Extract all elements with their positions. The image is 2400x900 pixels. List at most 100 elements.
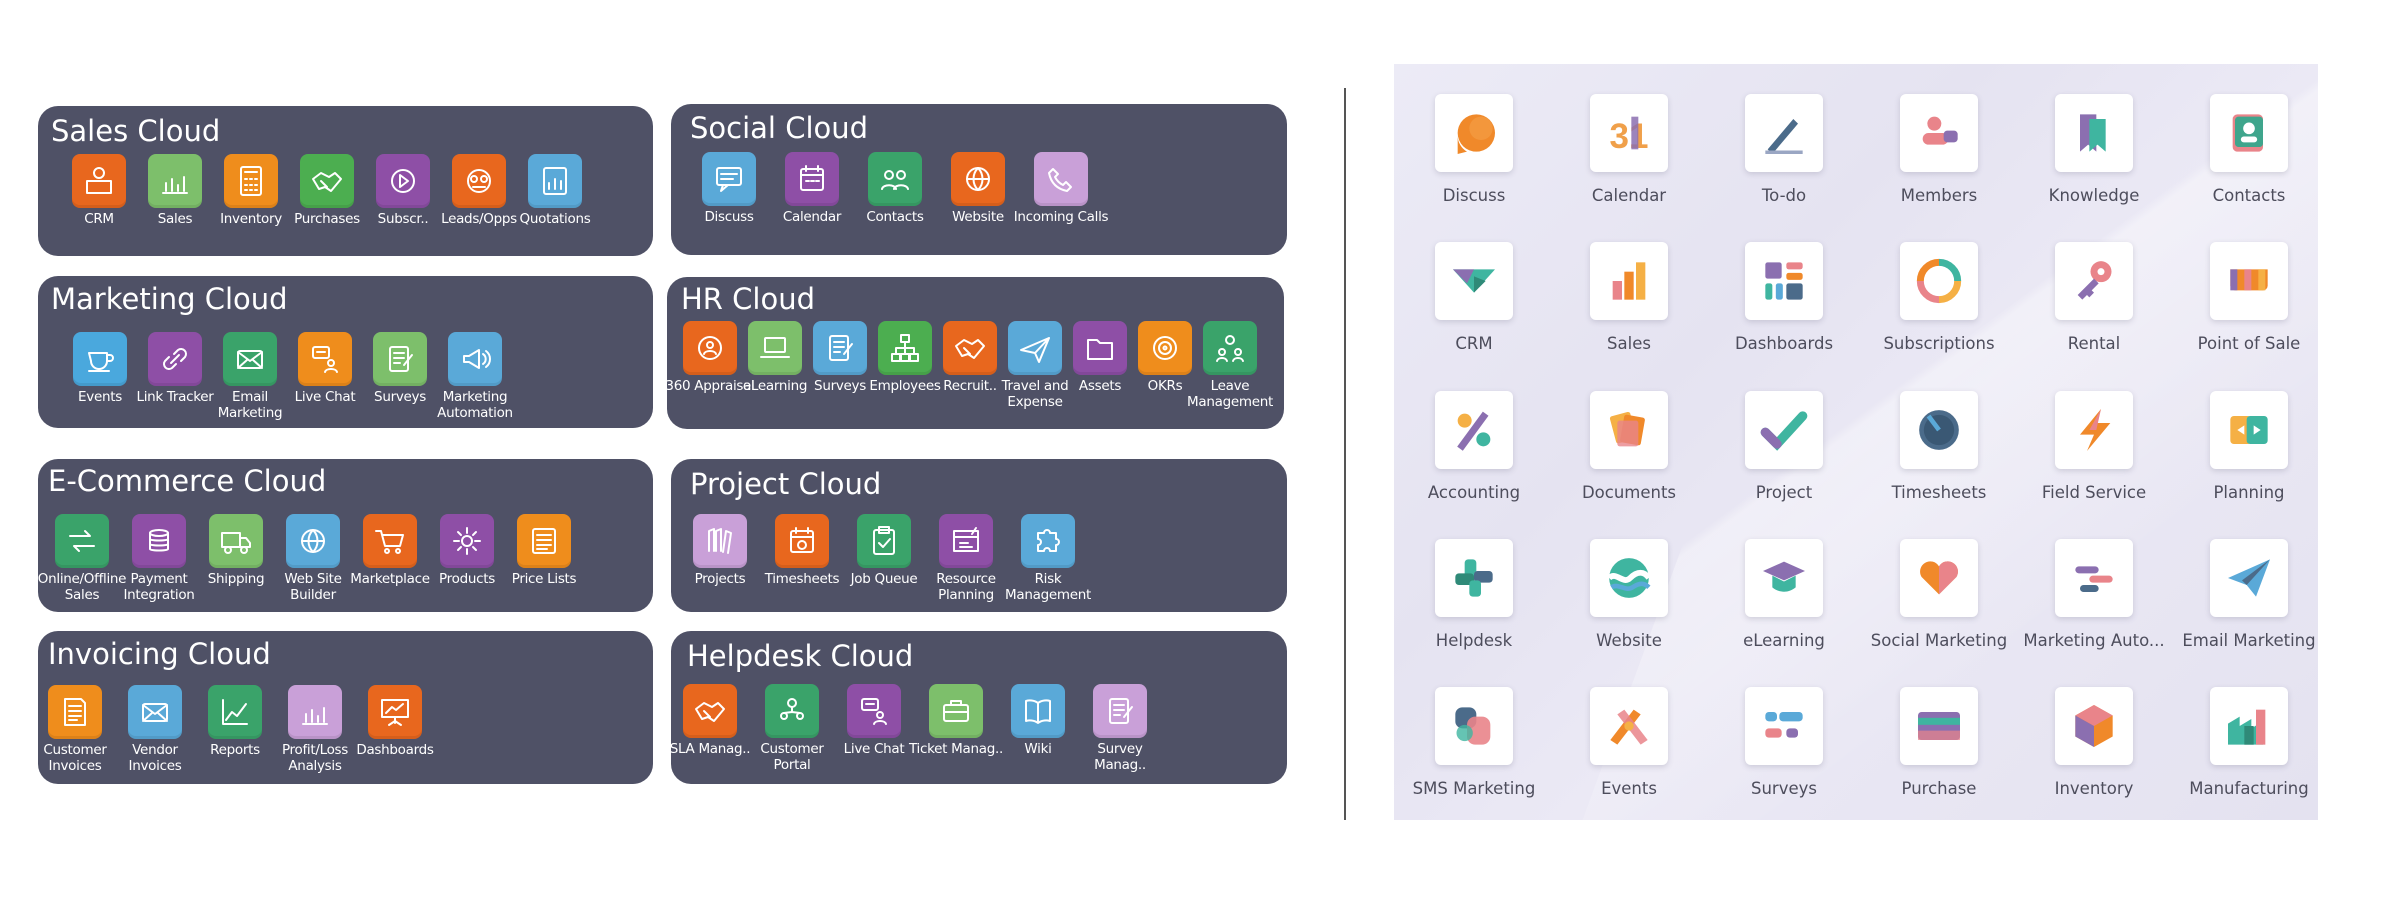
app-tile[interactable]: Events [55,332,145,405]
app-launcher-item[interactable]: Discuss [1394,94,1554,205]
app-launcher-item[interactable]: Timesheets [1859,391,2019,502]
app-tile[interactable]: eLearning [730,321,820,394]
app-launcher-item[interactable]: Email Marketing [2169,539,2318,650]
app-launcher-item[interactable]: Sales [1549,242,1709,353]
app-tile[interactable]: Profit/Loss Analysis [270,685,360,774]
app-tile[interactable]: Incoming Calls [1014,152,1109,225]
app-tile[interactable]: Purchases [282,154,372,227]
app-tile[interactable]: Marketing Automation [430,332,520,421]
app-launcher-item[interactable]: Documents [1549,391,1709,502]
app-tile[interactable]: Discuss [684,152,774,225]
app-tile[interactable]: Dashboards [350,685,440,758]
app-tile[interactable]: Job Queue [839,514,929,587]
app-tile-label: Subscr.. [377,211,429,227]
app-tile[interactable]: Timesheets [757,514,847,587]
app-tile[interactable]: OKRs [1120,321,1210,394]
app-launcher-item[interactable]: Marketing Auto... [2014,539,2174,650]
app-launcher-item[interactable]: Field Service [2014,391,2174,502]
app-tile[interactable]: Quotations [510,154,600,227]
hexagon-box-icon [2055,687,2133,765]
app-tile[interactable]: Leave Management [1185,321,1275,410]
app-tile[interactable]: CRM [54,154,144,227]
app-tile[interactable]: 360 Appraisal [665,321,755,394]
app-tile[interactable]: Travel and Expense [990,321,1080,410]
app-tile[interactable]: Recruit.. [925,321,1015,394]
app-tile[interactable]: Survey Manag.. [1075,684,1165,773]
app-tile[interactable]: Website [933,152,1023,225]
app-tile[interactable]: SLA Manag.. [665,684,755,757]
app-launcher-label: Calendar [1591,186,1667,205]
app-tile[interactable]: Contacts [850,152,940,225]
documents-icon [1590,391,1668,469]
app-launcher-item[interactable]: Helpdesk [1394,539,1554,650]
app-tile[interactable]: Live Chat [829,684,919,757]
app-tile[interactable]: Reports [190,685,280,758]
app-tile[interactable]: Link Tracker [130,332,220,405]
app-tile-label: Products [439,571,495,587]
app-launcher-item[interactable]: Project [1704,391,1864,502]
app-tile[interactable]: Live Chat [280,332,370,405]
app-launcher-item[interactable]: Planning [2169,391,2318,502]
app-tile[interactable]: Price Lists [499,514,589,587]
app-tile[interactable]: Email Marketing [205,332,295,421]
app-tile[interactable]: Products [422,514,512,587]
app-launcher-item[interactable]: Accounting [1394,391,1554,502]
play-circle-icon [376,154,430,208]
app-launcher-item[interactable]: SMS Marketing [1394,687,1554,798]
app-tile[interactable]: Assets [1055,321,1145,394]
app-launcher-item[interactable]: eLearning [1704,539,1864,650]
app-tile[interactable]: Sales [130,154,220,227]
app-launcher-item[interactable]: Contacts [2169,94,2318,205]
app-tile[interactable]: Customer Portal [747,684,837,773]
app-tile[interactable]: Surveys [355,332,445,405]
app-tile[interactable]: Calendar [767,152,857,225]
app-tile-label: OKRs [1147,378,1183,394]
app-tile[interactable]: Vendor Invoices [110,685,200,774]
app-launcher-item[interactable]: Manufacturing [2169,687,2318,798]
app-launcher-item[interactable]: Inventory [2014,687,2174,798]
app-tile[interactable]: Resource Planning [921,514,1011,603]
app-launcher-label: Documents [1581,483,1677,502]
app-launcher-item[interactable]: Website [1549,539,1709,650]
app-tile[interactable]: Employees [860,321,950,394]
chat-person-icon [298,332,352,386]
app-tile[interactable]: Payment Integration [114,514,204,603]
app-launcher-item[interactable]: Events [1549,687,1709,798]
chat-icon [702,152,756,206]
app-launcher-item[interactable]: Knowledge [2014,94,2174,205]
app-launcher-item[interactable]: Surveys [1704,687,1864,798]
app-tile[interactable]: Inventory [206,154,296,227]
app-tile[interactable]: Online/Offline Sales [37,514,127,603]
app-launcher-item[interactable]: Purchase [1859,687,2019,798]
app-tile[interactable]: Web Site Builder [268,514,358,603]
app-tile[interactable]: Surveys [795,321,885,394]
app-tile[interactable]: Subscr.. [358,154,448,227]
graduation-cap-icon [1745,539,1823,617]
app-tile[interactable]: Wiki [993,684,1083,757]
app-tile[interactable]: Shipping [191,514,281,587]
app-launcher-label: Knowledge [2048,186,2140,205]
book-icon [1011,684,1065,738]
app-launcher-item[interactable]: Subscriptions [1859,242,2019,353]
app-tile[interactable]: Customer Invoices [30,685,120,774]
app-tile[interactable]: Leads/Opps [434,154,524,227]
dashboard-tiles-icon [1745,242,1823,320]
app-launcher-item[interactable]: Point of Sale [2169,242,2318,353]
app-launcher-item[interactable]: Members [1859,94,2019,205]
app-launcher-item[interactable]: Dashboards [1704,242,1864,353]
credit-card-icon [1900,687,1978,765]
app-launcher-item[interactable]: To-do [1704,94,1864,205]
app-tile[interactable]: Ticket Manag.. [909,684,1003,757]
megaphone-icon [448,332,502,386]
app-tile[interactable]: Risk Management [1003,514,1093,603]
price-list-icon [517,514,571,568]
app-launcher-item[interactable]: CRM [1394,242,1554,353]
contacts-icon [868,152,922,206]
app-launcher-item[interactable]: Rental [2014,242,2174,353]
app-launcher-label: Planning [2213,483,2285,502]
app-tile[interactable]: Projects [675,514,765,587]
app-tile[interactable]: Marketplace [345,514,435,587]
app-launcher-item[interactable]: Social Marketing [1859,539,2019,650]
panel-helpdesk-cloud: Helpdesk Cloud SLA Manag..Customer Porta… [670,631,1287,784]
